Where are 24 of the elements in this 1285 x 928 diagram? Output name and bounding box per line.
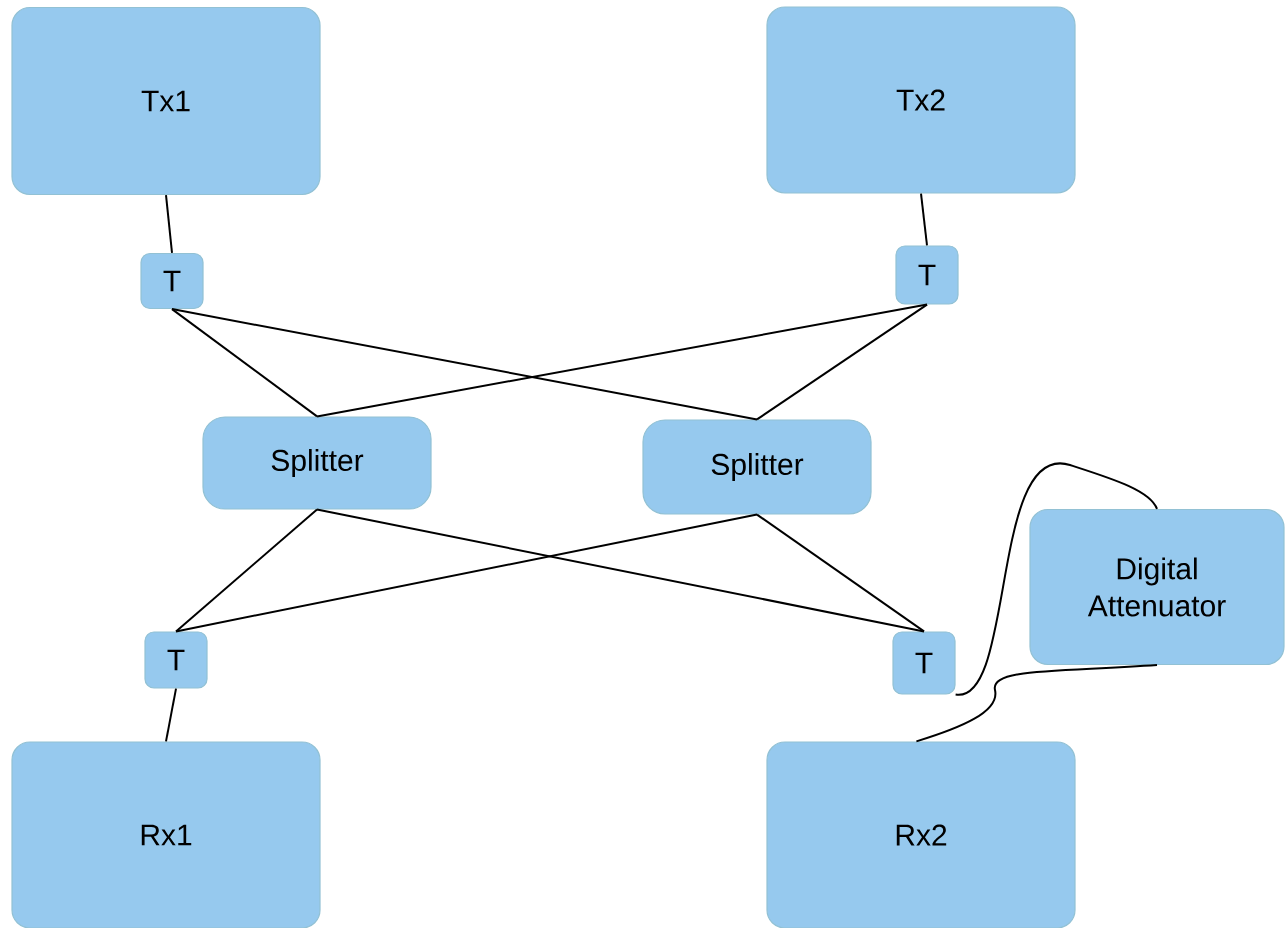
connector-line bbox=[175, 508, 318, 633]
splitter-box: Splitter bbox=[202, 416, 432, 510]
tee-box: T bbox=[140, 252, 204, 310]
tee-box: T bbox=[895, 245, 959, 305]
device-box: Rx2 bbox=[766, 741, 1076, 928]
device-box: Tx1 bbox=[11, 6, 321, 196]
connector-line bbox=[756, 303, 928, 421]
device-box: Digital Attenuator bbox=[1029, 508, 1285, 666]
connector-line bbox=[920, 192, 928, 247]
connector-line bbox=[165, 194, 173, 254]
connector-line bbox=[316, 508, 925, 633]
connector-line bbox=[954, 463, 1158, 696]
splitter-box: Splitter bbox=[642, 419, 872, 515]
device-box: Rx1 bbox=[11, 741, 321, 928]
device-box: Tx2 bbox=[766, 6, 1076, 194]
connector-line bbox=[171, 308, 318, 418]
connector-line bbox=[915, 664, 1158, 743]
connector-line bbox=[171, 308, 758, 421]
connector-line bbox=[175, 513, 758, 633]
connector-line bbox=[316, 303, 928, 418]
connector-line bbox=[756, 513, 925, 633]
tee-box: T bbox=[892, 631, 956, 695]
connector-line bbox=[165, 687, 177, 743]
tee-box: T bbox=[144, 631, 208, 689]
